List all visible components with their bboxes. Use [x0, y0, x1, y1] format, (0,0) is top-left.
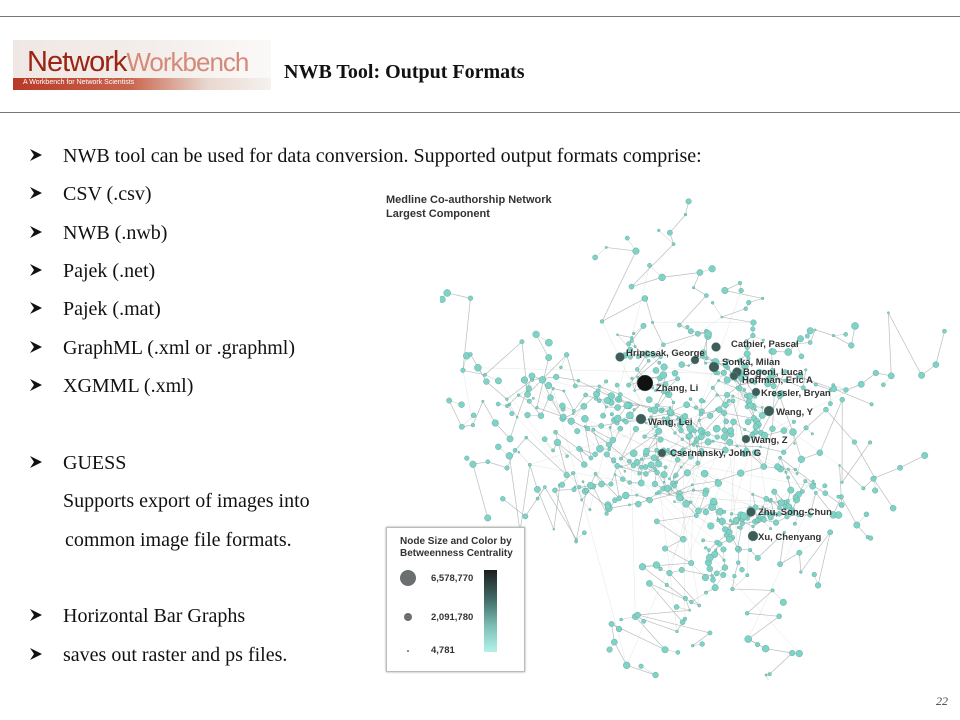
arrow-bullet-icon [30, 302, 42, 314]
page-number: 22 [936, 694, 948, 708]
arrow-bullet-icon [30, 609, 42, 621]
node-label: Wang, Z [751, 435, 788, 446]
slide-title: NWB Tool: Output Formats [284, 61, 525, 83]
node-label: Zhu, Song-Chun [758, 507, 832, 518]
legend-value-mid: 2,091,780 [431, 612, 474, 623]
arrow-bullet-icon [30, 379, 42, 391]
arrow-bullet-icon [30, 226, 42, 238]
coauthorship-network-graph: Hripcsak, George Cathier, Pascal Sonka, … [440, 198, 947, 680]
arrow-bullet-icon [30, 648, 42, 660]
node-label: Zhang, Li [656, 383, 698, 394]
arrow-bullet-icon [30, 187, 42, 199]
node-label: Bogoni, Luca [743, 367, 804, 378]
arrow-bullet-icon [30, 149, 42, 161]
legend-medium-node-icon [404, 613, 412, 621]
node-label: Wang, Y [776, 407, 814, 418]
node-label: Kressler, Bryan [761, 388, 831, 399]
legend-small-node-icon [407, 650, 409, 652]
guess-description-line: common image file formats. [65, 529, 292, 551]
network-workbench-logo: NetworkWorkbench A Workbench for Network… [13, 40, 271, 90]
node-label: Wang, Lei [648, 417, 693, 428]
node-label: Sonka, Milan [722, 357, 780, 368]
node-label: Csernansky, John G [670, 448, 761, 459]
legend-value-high: 6,578,770 [431, 573, 474, 584]
header-top-rule [0, 16, 960, 17]
network-nodes [440, 198, 947, 679]
network-figure-title: Medline Co-authorship Network Largest Co… [386, 194, 552, 220]
arrow-bullet-icon [30, 456, 42, 468]
arrow-bullet-icon [30, 341, 42, 353]
legend-value-low: 4,781 [431, 645, 455, 656]
centrality-legend: Node Size and Color by Betweenness Centr… [386, 527, 525, 672]
header-bottom-rule [0, 112, 960, 113]
logo-tagline: A Workbench for Network Scientists [23, 79, 135, 86]
node-label: Cathier, Pascal [731, 339, 799, 350]
legend-color-gradient [484, 570, 497, 652]
guess-description-line: Supports export of images into [63, 490, 310, 512]
logo-wordmark: NetworkWorkbench [27, 46, 249, 78]
arrow-bullet-icon [30, 264, 42, 276]
network-hub-nodes [615, 342, 775, 542]
legend-title: Node Size and Color by Betweenness Centr… [400, 536, 513, 559]
node-label: Xu, Chenyang [758, 532, 822, 543]
node-label: Hripcsak, George [626, 348, 705, 359]
legend-large-node-icon [400, 570, 416, 586]
node-label: Hoffman, Eric A [742, 375, 813, 386]
